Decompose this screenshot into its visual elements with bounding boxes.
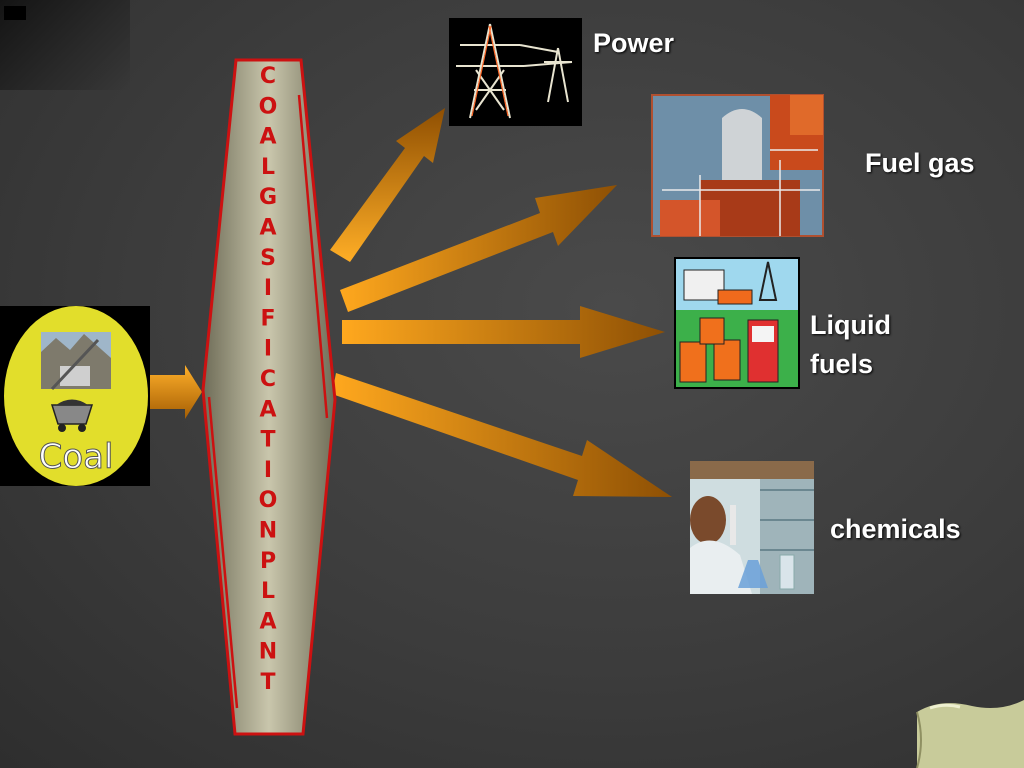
plant-letter: O	[259, 488, 278, 513]
plant-letter: A	[259, 125, 276, 150]
plant-letter: A	[259, 609, 276, 634]
arrow-to-power	[330, 108, 445, 262]
plant-letter: L	[261, 579, 275, 604]
plant-letter: I	[264, 458, 272, 483]
plant-letter: I	[264, 276, 272, 301]
arrow-to-liquid-fuels	[342, 306, 665, 358]
fuel-gas-plant-picture	[651, 94, 824, 237]
fuel-gas-label: Fuel gas	[865, 148, 975, 178]
plant-letter: A	[259, 216, 276, 241]
chemicals-lab-picture	[690, 461, 814, 594]
arrow-to-fuel-gas	[340, 185, 617, 312]
plant-letter: I	[264, 337, 272, 362]
plant-letter: C	[260, 64, 276, 89]
plant-letter: N	[259, 519, 277, 544]
liquid-fuels-label-line2: fuels	[810, 349, 874, 380]
chemicals-label: chemicals	[830, 514, 961, 544]
plant-inner-line-left	[207, 396, 239, 709]
plant-letter: F	[260, 306, 275, 331]
coal-mine-picture	[41, 332, 111, 391]
plant-letter: G	[259, 185, 277, 210]
plant-letter: C	[260, 367, 276, 392]
liquid-fuels-label-line1: Liquid	[810, 310, 891, 340]
liquid-fuels-picture	[674, 257, 800, 389]
power-label: Power	[593, 28, 675, 58]
gasification-plant-column	[201, 58, 337, 736]
plant-letter: L	[261, 155, 275, 180]
scroll-decoration	[916, 700, 1024, 768]
coal-label: Coal	[39, 437, 114, 477]
liquid-fuels-label: Liquid fuels	[810, 306, 891, 384]
plant-inner-line-right	[297, 94, 329, 419]
power-tower-picture	[449, 18, 582, 126]
plant-letter: A	[259, 397, 276, 422]
plant-letter: P	[260, 549, 276, 574]
arrow-to-chemicals	[332, 373, 672, 497]
plant-letter: T	[260, 670, 275, 695]
plant-letter: T	[260, 428, 275, 453]
plant-letter: N	[259, 640, 277, 665]
coal-disc	[4, 306, 148, 486]
plant-letter: S	[260, 246, 276, 271]
mine-cart-icon	[50, 399, 94, 432]
plant-letter: O	[259, 94, 278, 119]
arrow-coal-to-plant	[150, 365, 202, 419]
corner-mark	[4, 6, 26, 20]
